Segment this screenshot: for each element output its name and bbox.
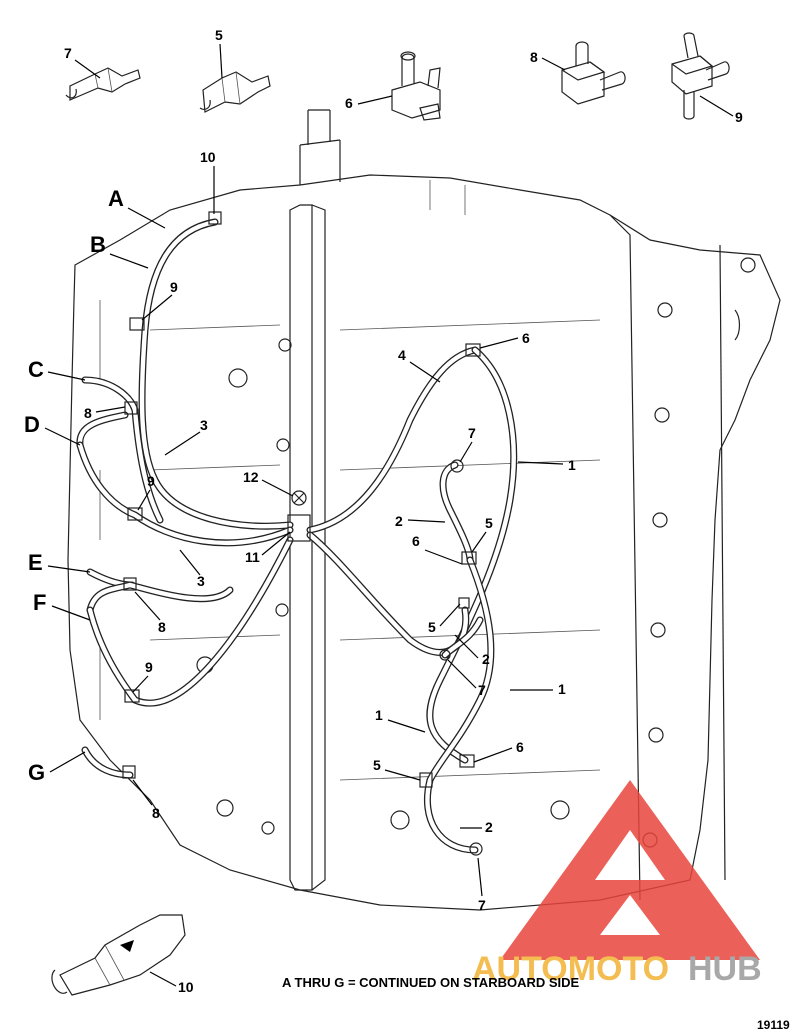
label-6-middle: 6 — [412, 533, 420, 549]
diagram-caption: A THRU G = CONTINUED ON STARBOARD SIDE — [282, 975, 580, 990]
watermark-text-automoto: AUTOMOTO — [472, 950, 669, 988]
label-7-upper-right: 7 — [468, 425, 476, 441]
label-7-bottom: 7 — [478, 897, 486, 913]
label-9-top: 9 — [735, 109, 743, 125]
label-G: G — [28, 760, 45, 785]
label-B: B — [90, 232, 106, 257]
fitting-9-elbow-illustration — [671, 32, 730, 120]
label-12: 12 — [243, 469, 259, 485]
watermark-text-hub: HUB — [688, 950, 762, 988]
label-6-top: 6 — [345, 95, 353, 111]
label-5-middle: 5 — [485, 515, 493, 531]
label-4: 4 — [398, 347, 406, 363]
label-6-lower: 6 — [516, 739, 524, 755]
letter-labels: A B C D E F G — [24, 186, 166, 785]
hose-routing — [76, 218, 518, 854]
label-9-upper: 9 — [170, 279, 178, 295]
label-5-top: 5 — [215, 27, 223, 43]
fitting-6-tee-illustration — [391, 51, 441, 121]
label-6-upper-right: 6 — [522, 330, 530, 346]
label-5-lower: 5 — [373, 757, 381, 773]
label-1-lower: 1 — [375, 707, 383, 723]
label-E: E — [28, 550, 43, 575]
label-7-top: 7 — [64, 45, 72, 61]
engine-block — [67, 109, 781, 911]
fitting-5-illustration — [199, 71, 271, 113]
hose-fittings — [122, 211, 483, 856]
label-D: D — [24, 412, 40, 437]
label-3-upper: 3 — [200, 417, 208, 433]
label-9-middle: 9 — [147, 473, 155, 489]
fitting-8-elbow-illustration — [561, 41, 626, 105]
label-8-upper: 8 — [84, 405, 92, 421]
label-8-middle: 8 — [158, 619, 166, 635]
label-7-middle: 7 — [478, 682, 486, 698]
label-8-lower: 8 — [152, 805, 160, 821]
fitting-10-illustration — [51, 914, 186, 996]
watermark-triangle-logo — [500, 780, 760, 960]
label-10-bottom: 10 — [178, 979, 194, 995]
label-1-upper: 1 — [568, 457, 576, 473]
figure-number: 19119 — [757, 1018, 790, 1032]
label-11: 11 — [245, 549, 260, 565]
label-3-lower: 3 — [197, 573, 205, 589]
label-1-middle: 1 — [558, 681, 566, 697]
part-number-labels: 7 5 6 8 9 10 9 8 3 9 12 11 3 8 9 8 4 6 — [64, 27, 743, 995]
label-A: A — [108, 186, 124, 211]
label-F: F — [33, 590, 46, 615]
label-2-upper: 2 — [395, 513, 403, 529]
fitting-7-illustration — [65, 67, 141, 101]
label-8-top: 8 — [530, 49, 538, 65]
label-10-upper: 10 — [200, 149, 216, 165]
label-2-middle: 2 — [482, 651, 490, 667]
label-2-lower: 2 — [485, 819, 493, 835]
automotohub-watermark: AUTOMOTO HUB — [472, 780, 762, 988]
label-5-lower-middle: 5 — [428, 619, 436, 635]
label-C: C — [28, 357, 44, 382]
label-9-lower: 9 — [145, 659, 153, 675]
